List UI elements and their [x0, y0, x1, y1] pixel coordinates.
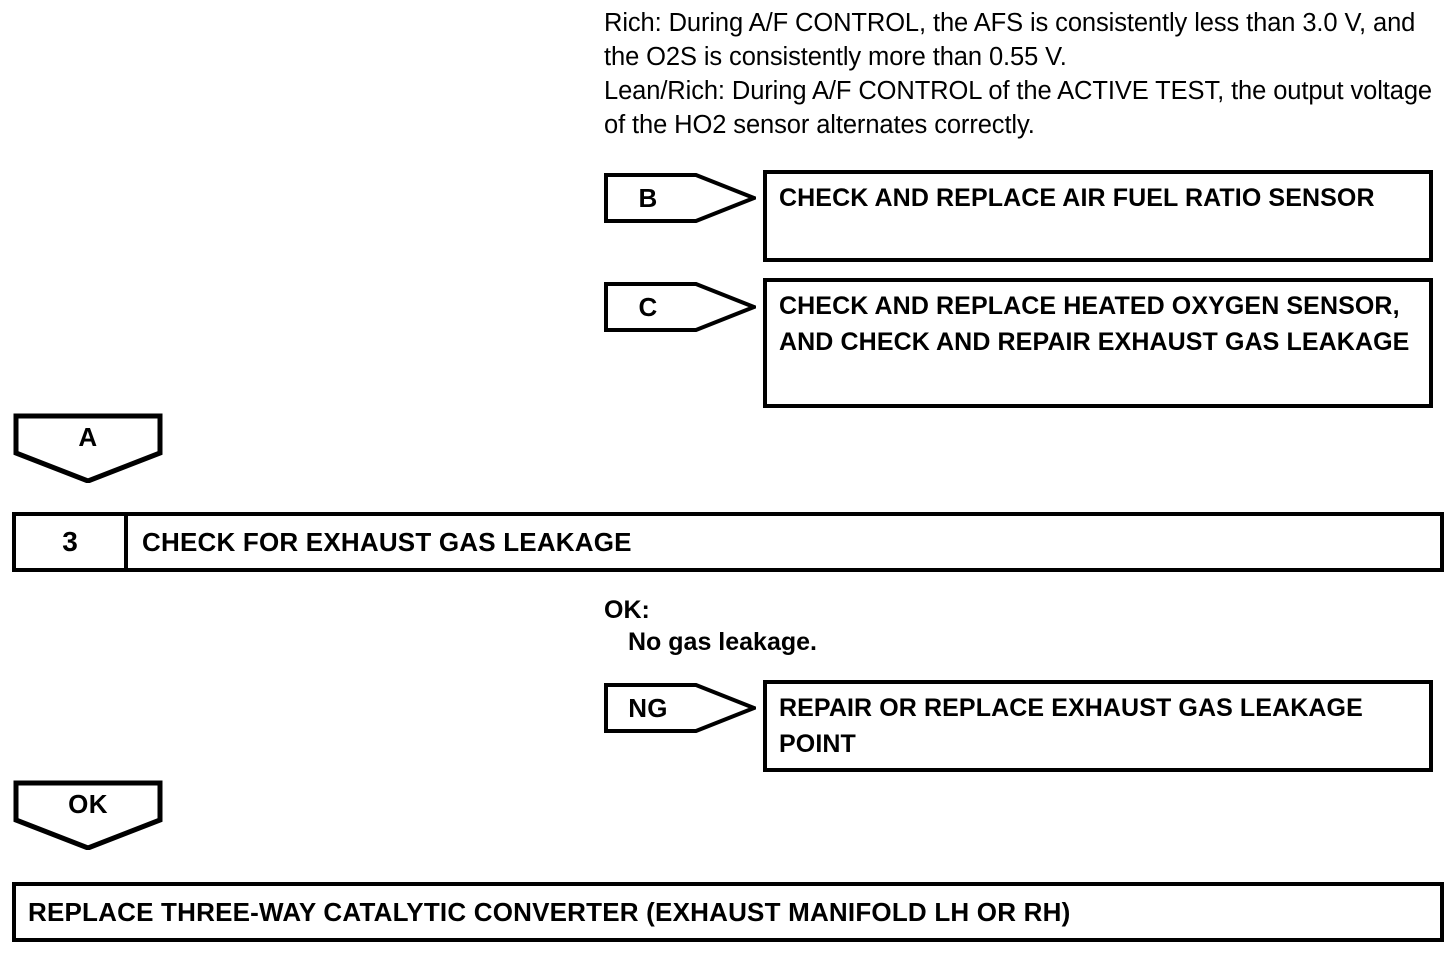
- condition-text: Rich: During A/F CONTROL, the AFS is con…: [604, 9, 1433, 139]
- arrow-pentagon-icon: [604, 683, 756, 733]
- branch-arrow-b-label: B: [638, 183, 658, 213]
- down-pentagon-icon: [13, 413, 163, 483]
- result-box-b-text: CHECK AND REPLACE AIR FUEL RATIO SENSOR: [779, 184, 1375, 212]
- connector-a: A: [13, 413, 163, 483]
- judgement-block: OK: No gas leakage.: [604, 594, 1204, 658]
- result-box-ng-text: REPAIR OR REPLACE EXHAUST GAS LEAKAGE PO…: [779, 694, 1363, 758]
- connector-ok: OK: [13, 780, 163, 850]
- branch-arrow-ng: NG: [604, 683, 756, 733]
- judgement-body: No gas leakage.: [628, 628, 817, 656]
- branch-arrow-c-label: C: [638, 292, 658, 322]
- step-bar-3: 3 CHECK FOR EXHAUST GAS LEAKAGE: [12, 512, 1444, 572]
- step-number: 3: [16, 516, 128, 568]
- down-pentagon-icon: [13, 780, 163, 850]
- final-result-text: REPLACE THREE-WAY CATALYTIC CONVERTER (E…: [28, 896, 1071, 927]
- arrow-pentagon-icon: [604, 282, 756, 332]
- connector-ok-label: OK: [68, 789, 108, 819]
- result-box-c-text: CHECK AND REPLACE HEATED OXYGEN SENSOR, …: [779, 292, 1410, 356]
- arrow-pentagon-icon: [604, 173, 756, 223]
- step-title: CHECK FOR EXHAUST GAS LEAKAGE: [142, 526, 632, 557]
- branch-arrow-c: C: [604, 282, 756, 332]
- judgement-head: OK:: [604, 596, 650, 624]
- branch-arrow-b: B: [604, 173, 756, 223]
- result-box-c: CHECK AND REPLACE HEATED OXYGEN SENSOR, …: [763, 278, 1433, 408]
- result-box-ng: REPAIR OR REPLACE EXHAUST GAS LEAKAGE PO…: [763, 680, 1433, 772]
- branch-arrow-ng-label: NG: [628, 693, 668, 723]
- connector-a-label: A: [78, 422, 98, 452]
- result-box-b: CHECK AND REPLACE AIR FUEL RATIO SENSOR: [763, 170, 1433, 262]
- final-result-bar: REPLACE THREE-WAY CATALYTIC CONVERTER (E…: [12, 882, 1444, 942]
